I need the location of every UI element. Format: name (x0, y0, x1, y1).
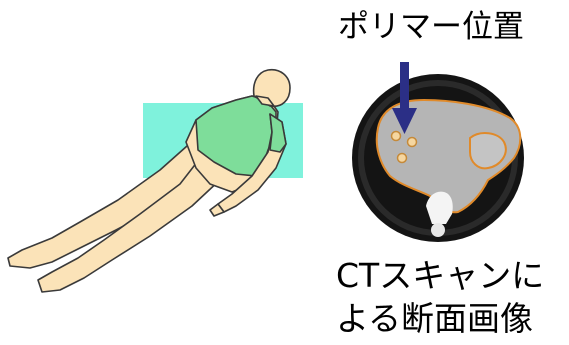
polymer-position-label: ポリマー位置 (338, 8, 524, 46)
ct-caption-line-2: よる断面画像 (336, 299, 533, 339)
ct-caption-line-1: CTスキャンに (336, 256, 544, 296)
ct-cross-section-icon (352, 74, 524, 242)
